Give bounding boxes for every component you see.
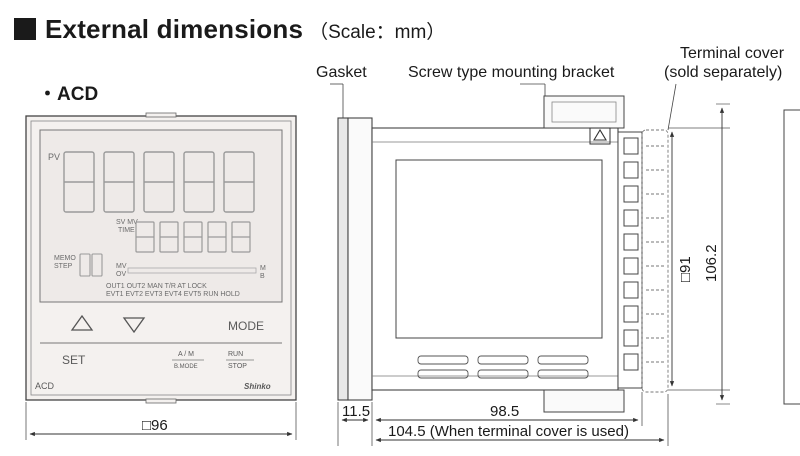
lcd-step: STEP: [54, 263, 73, 270]
set-key[interactable]: SET: [62, 353, 86, 367]
brand-logo: Shinko: [244, 382, 271, 391]
lcd-display: [39, 129, 283, 303]
heading-square-icon: [14, 18, 36, 40]
lcd-ov: OV: [116, 271, 126, 278]
case-label: [395, 159, 603, 339]
height-with-cover-label: 106.2: [703, 244, 720, 282]
front-view: PV SV MV TIME MEMO STEP MV OV M B OUT1 O…: [25, 112, 297, 440]
terminal-cover: [641, 129, 669, 393]
lcd-status-row1: OUT1 OUT2 MAN T/R AT LOCK: [106, 283, 207, 290]
front-bezel-side: [347, 117, 373, 401]
heading-title: External dimensions: [45, 14, 304, 44]
pv-digits: [63, 151, 255, 213]
lcd-pv-label: PV: [48, 152, 60, 162]
mounting-bracket-bottom: [543, 389, 625, 413]
warning-icon: [593, 128, 607, 141]
section-heading: External dimensions （Scale：mm）: [14, 14, 445, 54]
body-depth-label: 98.5: [490, 403, 519, 420]
callout-gasket: Gasket: [316, 64, 367, 81]
model-name: ACD: [35, 381, 55, 391]
up-key-icon[interactable]: [70, 314, 94, 331]
mv-bargraph: [127, 267, 257, 274]
lcd-time: TIME: [118, 227, 135, 234]
am-key-top[interactable]: A / M: [178, 351, 194, 358]
callout-bracket: Screw type mounting bracket: [408, 64, 615, 81]
heading-scale: （Scale：mm）: [309, 22, 446, 43]
front-width-label: □96: [142, 417, 168, 434]
mounting-bracket-top: [543, 95, 625, 129]
callout-terminal-cover-1: Terminal cover: [680, 45, 785, 62]
lcd-sv-mv: SV MV: [116, 219, 138, 226]
lcd-b: B: [260, 273, 265, 280]
gasket-depth-label: 11.5: [342, 403, 370, 420]
step-digits: [79, 253, 103, 277]
sv-digits: [135, 221, 251, 253]
down-key-icon[interactable]: [122, 317, 146, 334]
callout-terminal-cover-2: (sold separately): [664, 64, 783, 81]
side-view: □91 106.2 11.5 98.5 104.5 (When terminal…: [330, 83, 730, 446]
adjacent-figure-edge: [783, 109, 800, 405]
panel-square-label: □91: [677, 256, 694, 282]
run-key-bottom[interactable]: STOP: [228, 363, 247, 370]
am-key-bottom[interactable]: B.MODE: [174, 364, 198, 370]
lcd-mv: MV: [116, 263, 127, 270]
gasket: [337, 117, 349, 401]
total-depth-label: 104.5 (When terminal cover is used): [388, 423, 629, 440]
lcd-memo: MEMO: [54, 255, 76, 262]
terminal-block: [617, 131, 643, 389]
mode-key[interactable]: MODE: [228, 319, 264, 333]
run-key-top[interactable]: RUN: [228, 351, 243, 358]
model-label: ・ACD: [38, 84, 99, 105]
lcd-m: M: [260, 265, 266, 272]
lcd-status-row2: EVT1 EVT2 EVT3 EVT4 EVT5 RUN HOLD: [106, 291, 240, 298]
